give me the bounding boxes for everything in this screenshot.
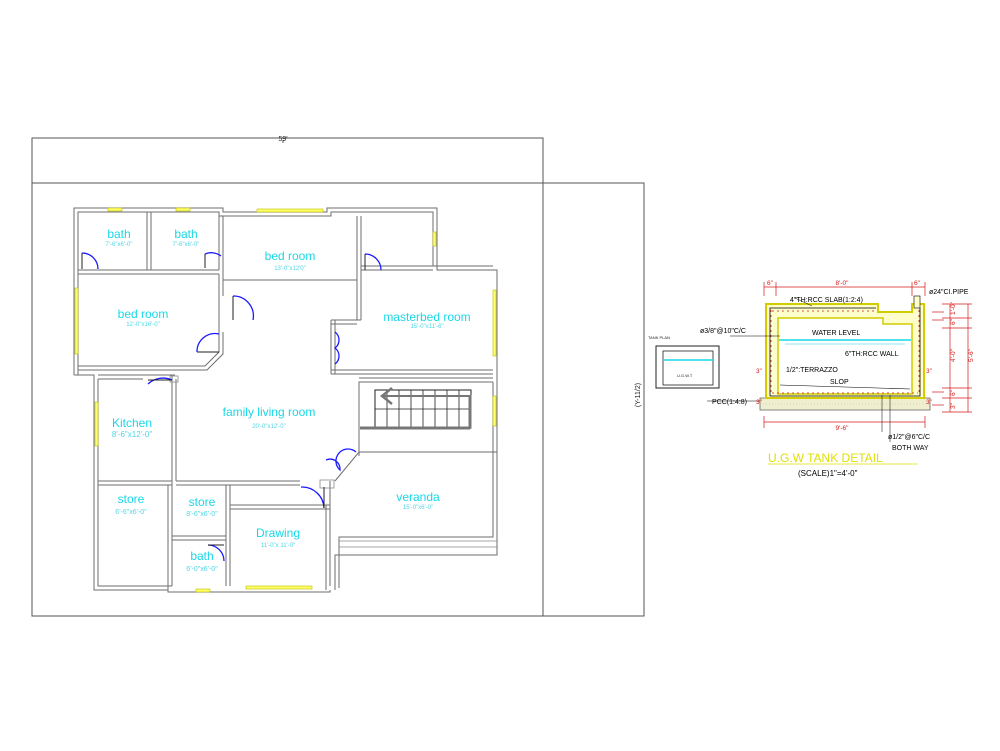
site-boundary: 59' (Y-11/2) [31,136,645,617]
room-size-bath2: 7'-6"x6'-0" [173,242,200,248]
room-name-bed-top: bed room [265,249,316,263]
stair-arrow-icon [379,387,393,405]
label-both-way: BOTH WAY [892,445,929,452]
dim-right-3a: 3" [926,368,933,375]
dim-top-left: 6" [767,280,774,287]
room-name-family: family living room [223,405,316,419]
window-master [492,289,497,357]
room-name-bath2: bath [174,227,197,241]
tank-detail: 6" 8'-0" 6" 3" 3" 3" 3" 9'-6" 1'-0" 6" 4… [700,280,975,478]
label-terrazzo: 1/2":TERRAZZO [786,367,838,374]
dim-left-3a: 3" [756,368,763,375]
tank-plan-label: TANK PLAN [648,335,670,340]
room-size-bath1: 7'-6"x6'-0" [106,242,133,248]
room-name-store1: store [118,492,145,506]
tank-detail-scale: (SCALE)1"=4'-0" [798,469,858,478]
room-size-bed-top: 13'-0"x12'0" [274,266,306,272]
floor-plan-walls [73,207,498,593]
doors [81,252,382,562]
tank-plan-small: TANK PLAN U.G.W.T [648,335,720,389]
dim-r2: 6" [950,318,957,325]
room-name-veranda: veranda [396,490,440,504]
windows [74,207,497,593]
window-bed-left [74,287,79,355]
dim-left-3b: 3" [756,399,763,406]
room-name-bath1: bath [107,227,130,241]
dim-r1: 1'-0" [950,301,957,315]
room-name-store2: store [189,495,216,509]
staircase [360,387,472,430]
dim-top-right: 6" [914,280,921,287]
room-name-master: masterbed room [383,310,470,324]
room-size-bed-left: 12'-0"x16'-0" [126,322,160,328]
room-name-drawing: Drawing [256,526,300,540]
label-rebar-top: ø3/8"@10"C/C [700,328,746,335]
label-pcc: PCC(1:4:8) [712,399,747,406]
window-stair [492,395,497,427]
dim-r3: 4'-0" [950,348,957,362]
window-kitchen [94,401,99,447]
label-wall: 6"TH:RCC WALL [845,351,899,358]
dim-r5: 5'-6" [968,348,975,362]
room-name-bed-left: bed room [118,307,169,321]
tank-detail-title: U.G.W TANK DETAIL [768,451,883,465]
label-rebar-bottom: ø1/2"@6"C/C [888,434,930,441]
room-size-drawing: 11'-0"x 11'-0" [261,543,295,549]
label-water-level: WATER LEVEL [812,330,860,337]
dim-top-mid: 8'-0" [836,280,850,287]
dim-bottom: 9'-6" [836,425,850,432]
room-labels: bath 7'-6"x6'-0" bath 7'-6"x6'-0" bed ro… [106,227,471,573]
overall-width-label: 59' [278,136,287,143]
room-size-veranda: 15'-0"x6'-0" [403,505,433,511]
dim-r4: 6" [950,389,957,396]
room-size-store1: 6'-6"x6'-0" [115,509,147,516]
room-name-kitchen: Kitchen [112,416,152,430]
dim-r6: 3" [950,402,957,409]
label-pipe: ø24"CI.PIPE [929,289,969,296]
room-size-family: 20'-0"x12'-0" [252,424,286,430]
room-size-master: 15'-0"x11'-6" [410,324,443,330]
label-slop: SLOP [830,379,849,386]
dim-right-3b: 3" [926,399,933,406]
overall-depth-label: (Y-11/2) [635,383,642,407]
window-drawing [245,585,313,590]
tank-plan-inner-label: U.G.W.T [677,373,693,378]
window-bed-top [256,208,324,213]
room-name-bath3: bath [190,549,213,563]
room-size-kitchen: 8'-6"x12'-0" [112,430,152,439]
room-size-bath3: 6'-0"x6'-0" [186,566,218,573]
room-size-store2: 8'-6"x6'-0" [186,511,218,518]
label-slab: 4"TH:RCC SLAB(1:2:4) [790,297,863,304]
